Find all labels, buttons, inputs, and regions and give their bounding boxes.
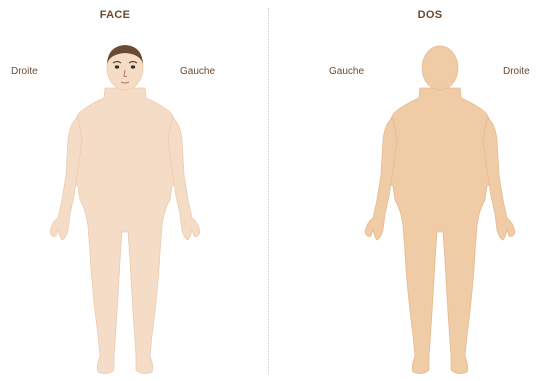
front-view-panel: FACE Droite Gauche — [0, 0, 268, 381]
left-eye — [115, 65, 119, 68]
right-eye — [131, 65, 135, 68]
back-body-silhouette[interactable] — [365, 46, 515, 374]
back-body-figure[interactable] — [268, 0, 536, 381]
front-body-silhouette[interactable] — [50, 46, 200, 374]
front-body-figure[interactable] — [0, 0, 268, 381]
back-head[interactable] — [422, 46, 458, 90]
front-torso[interactable] — [69, 88, 181, 374]
back-view-panel: DOS Gauche Droite — [268, 0, 536, 381]
back-torso[interactable] — [384, 88, 496, 374]
